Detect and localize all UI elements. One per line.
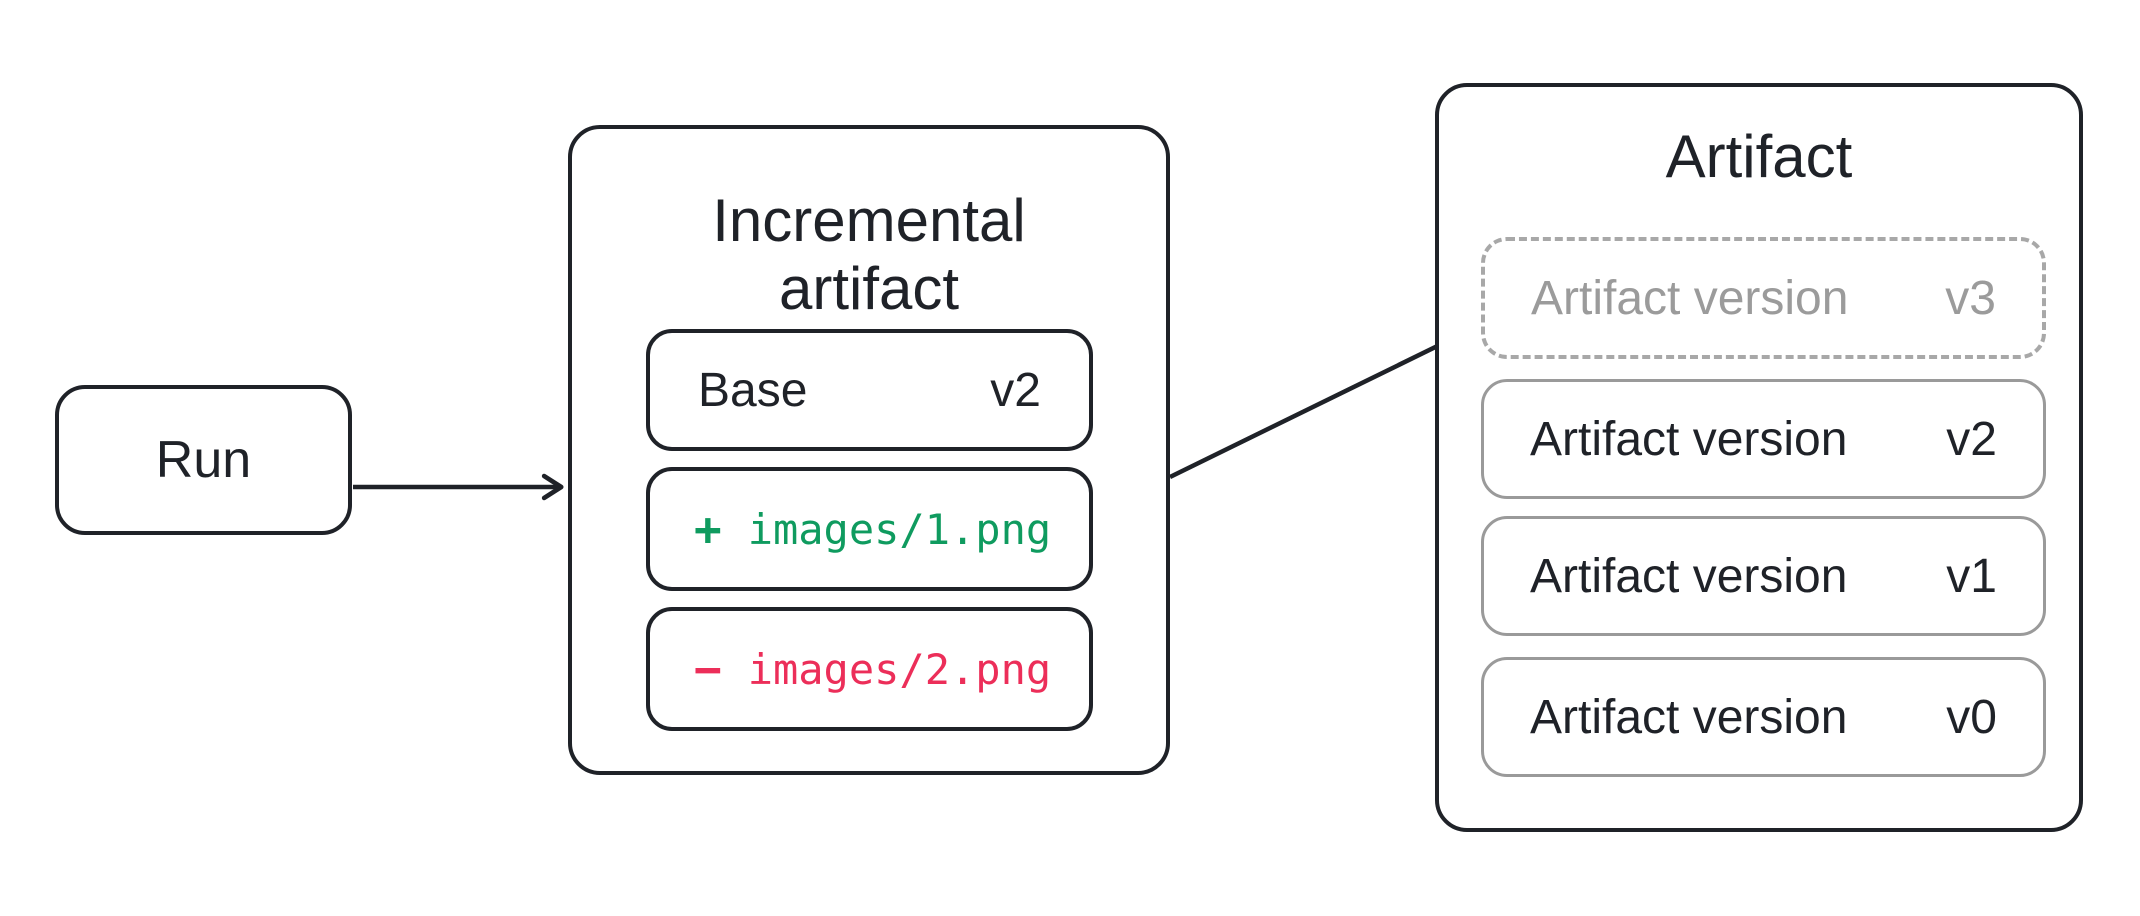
artifact-title: Artifact <box>1665 123 1853 190</box>
artifact-version-badge: v3 <box>1945 271 1996 325</box>
run-label: Run <box>155 431 252 489</box>
removed-file-row: − images/2.png <box>646 607 1093 731</box>
incremental-artifact-title-line1: Incremental <box>712 187 1026 254</box>
artifact-version-label: Artifact version <box>1531 271 1849 325</box>
artifact-version-label: Artifact version <box>1530 549 1848 603</box>
base-label: Base <box>698 363 808 417</box>
artifact-version-badge: v2 <box>1946 412 1997 466</box>
minus-icon: − <box>694 642 722 696</box>
plus-icon: + <box>694 502 722 556</box>
artifact-version-badge: v0 <box>1946 690 1997 744</box>
run-node: Run <box>55 385 352 535</box>
artifact-version-badge: v1 <box>1946 549 1997 603</box>
incremental-artifact-node: Incremental artifact Base v2 + images/1.… <box>568 125 1170 775</box>
incremental-artifact-title-line2: artifact <box>778 255 960 322</box>
removed-file-path: images/2.png <box>747 644 1052 694</box>
artifact-version-row-pending: Artifact version v3 <box>1481 237 2046 359</box>
artifact-version-label: Artifact version <box>1530 412 1848 466</box>
artifact-version-label: Artifact version <box>1530 690 1848 744</box>
artifact-version-row: Artifact version v2 <box>1481 379 2046 499</box>
artifact-version-row: Artifact version v0 <box>1481 657 2046 777</box>
artifact-version-row: Artifact version v1 <box>1481 516 2046 636</box>
added-file-path: images/1.png <box>747 504 1052 554</box>
arrow-incremental-to-artifact-version <box>1169 327 1468 480</box>
artifact-node: Artifact Artifact version v3 Artifact ve… <box>1435 83 2083 832</box>
base-version-badge: v2 <box>990 363 1041 417</box>
added-file-row: + images/1.png <box>646 467 1093 591</box>
incremental-artifact-title: Incremental artifact <box>572 187 1166 323</box>
base-version-row: Base v2 <box>646 329 1093 451</box>
